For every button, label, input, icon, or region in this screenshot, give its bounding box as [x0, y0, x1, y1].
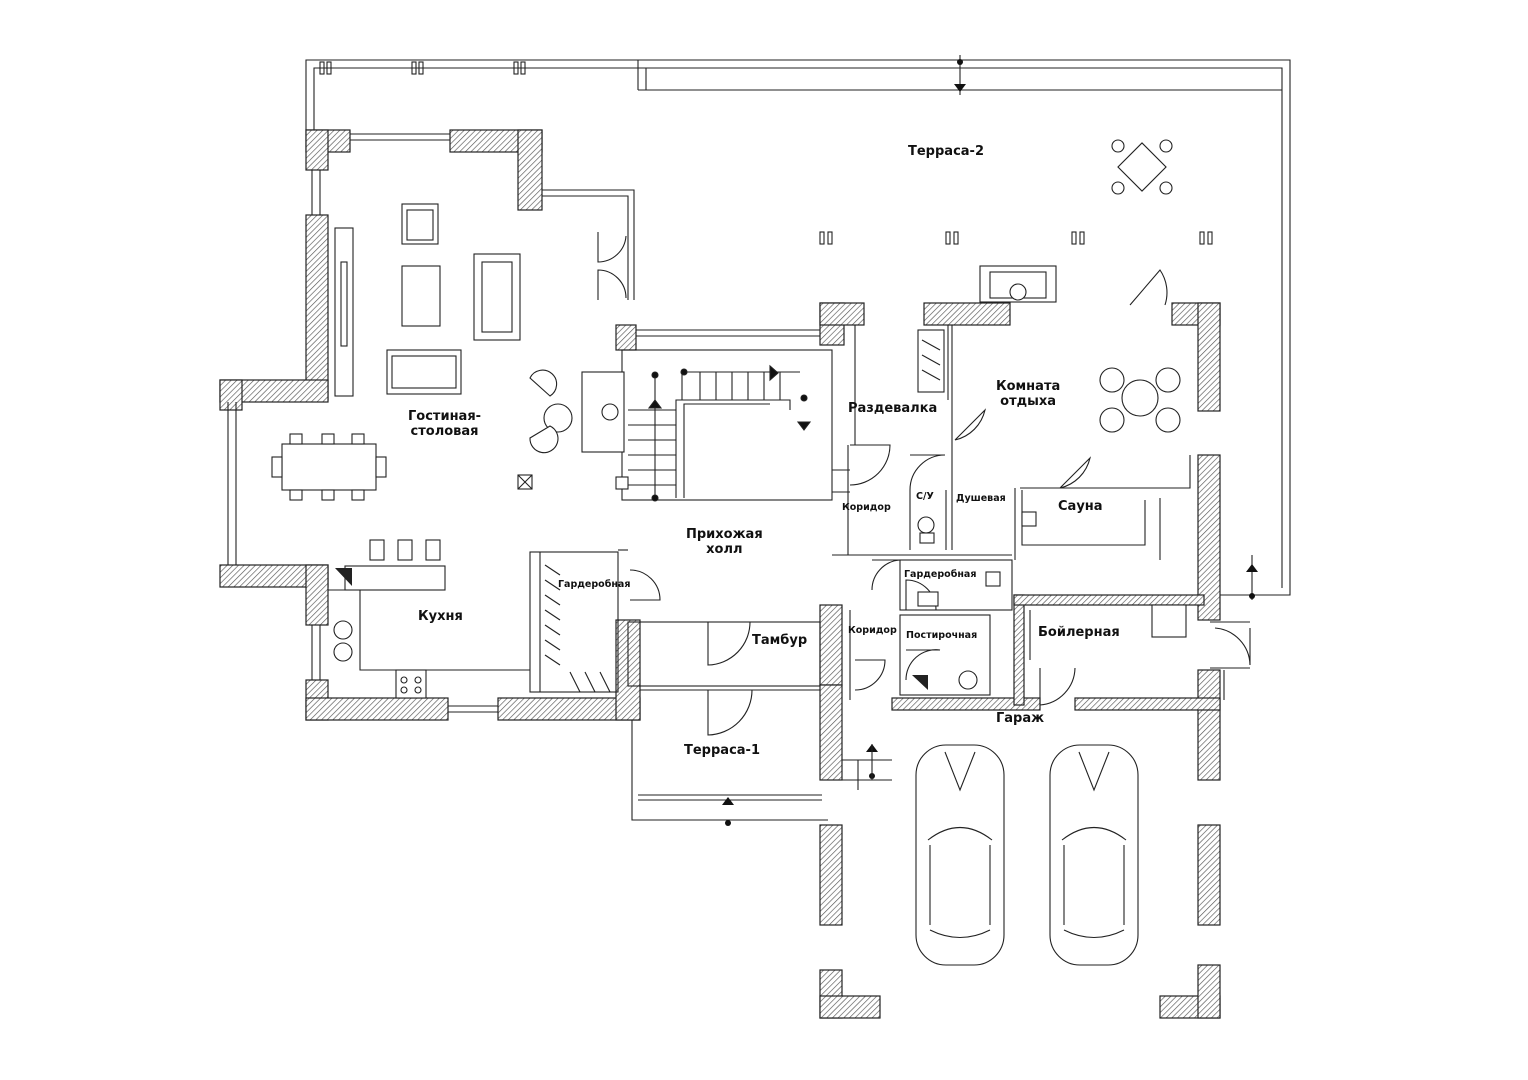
wardrobe-hangers: [544, 339, 941, 693]
room-label-corridor-2: Коридор: [848, 625, 897, 636]
room-label-razdevalka: Раздевалка: [848, 401, 938, 416]
staircase: [628, 364, 812, 502]
kitchen-furniture: [328, 539, 530, 699]
car-right-icon: [1049, 744, 1139, 966]
room-label-wc: С/У: [916, 491, 934, 502]
room-label-garage: Гараж: [996, 711, 1045, 726]
room-label-shower: Душевая: [956, 493, 1006, 504]
walls: [219, 129, 1221, 1019]
terrace-table-icon: [1111, 139, 1173, 195]
room-label-boiler: Бойлерная: [1038, 625, 1120, 640]
room-label-sauna: Сауна: [1058, 499, 1103, 514]
room-label-corridor-1: Коридор: [842, 502, 891, 513]
room-label-terrace-1: Терраса-1: [684, 743, 760, 758]
room-label-tambur: Тамбур: [752, 633, 808, 648]
room-label-wardrobe-2: Гардеробная: [904, 569, 977, 580]
room-label-laundry: Постирочная: [906, 630, 978, 641]
room-label-hall: Прихожая холл: [686, 527, 763, 557]
room-label-living-dining: Гостиная- столовая: [408, 409, 482, 439]
room-label-wardrobe-1: Гардеробная: [558, 579, 631, 590]
living-furniture: [271, 203, 629, 501]
terrace-2-outline: [305, 55, 1291, 600]
room-label-rest-room: Комната отдыха: [996, 379, 1061, 409]
doors: [597, 232, 1251, 790]
interior-lines: [227, 133, 1250, 821]
rest-room-furniture: [912, 265, 1187, 690]
room-label-terrace-2: Терраса-2: [908, 144, 984, 159]
car-left-icon: [915, 744, 1005, 966]
room-label-kitchen: Кухня: [418, 609, 463, 624]
